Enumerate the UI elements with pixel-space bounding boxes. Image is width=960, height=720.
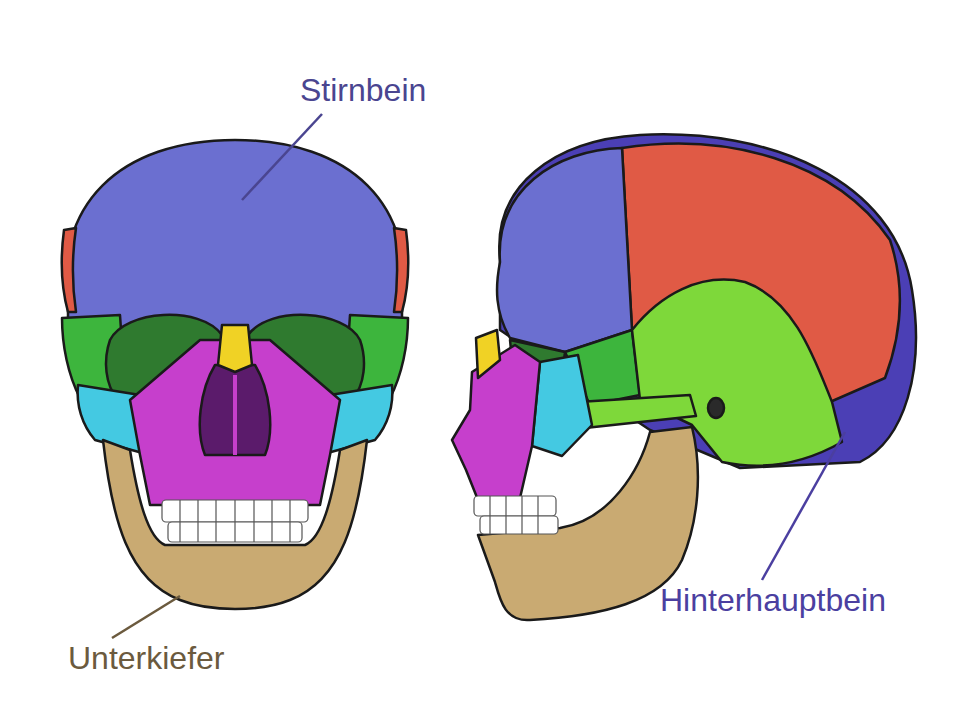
parietal-bone bbox=[62, 228, 76, 312]
leader-line bbox=[112, 596, 180, 638]
upper-teeth bbox=[474, 496, 556, 516]
leader-line bbox=[762, 432, 845, 580]
tooth-gaps bbox=[490, 496, 538, 534]
side-skull bbox=[452, 134, 916, 620]
teeth bbox=[162, 500, 308, 542]
frontal-bone bbox=[497, 148, 632, 352]
zygomatic-bone bbox=[532, 355, 592, 456]
tooth-gaps bbox=[180, 500, 290, 542]
leader-line bbox=[242, 114, 322, 200]
nasal-septum bbox=[233, 375, 237, 455]
nasal-cavity bbox=[200, 365, 270, 455]
teeth bbox=[474, 496, 558, 534]
ear-canal bbox=[708, 398, 724, 418]
lower-teeth bbox=[480, 516, 558, 534]
front-skull bbox=[62, 140, 408, 609]
frontal-bone bbox=[66, 140, 405, 335]
bone-label: Unterkiefer bbox=[68, 640, 225, 677]
zygomatic-arch bbox=[578, 395, 696, 428]
parietal-bone bbox=[394, 228, 408, 312]
nasal-bone bbox=[476, 330, 500, 378]
mandible bbox=[103, 440, 367, 609]
bone-label: Stirnbein bbox=[300, 72, 426, 109]
maxilla bbox=[452, 345, 540, 500]
bone-label: Hinterhauptbein bbox=[660, 582, 886, 619]
nasal-bone bbox=[218, 325, 252, 372]
